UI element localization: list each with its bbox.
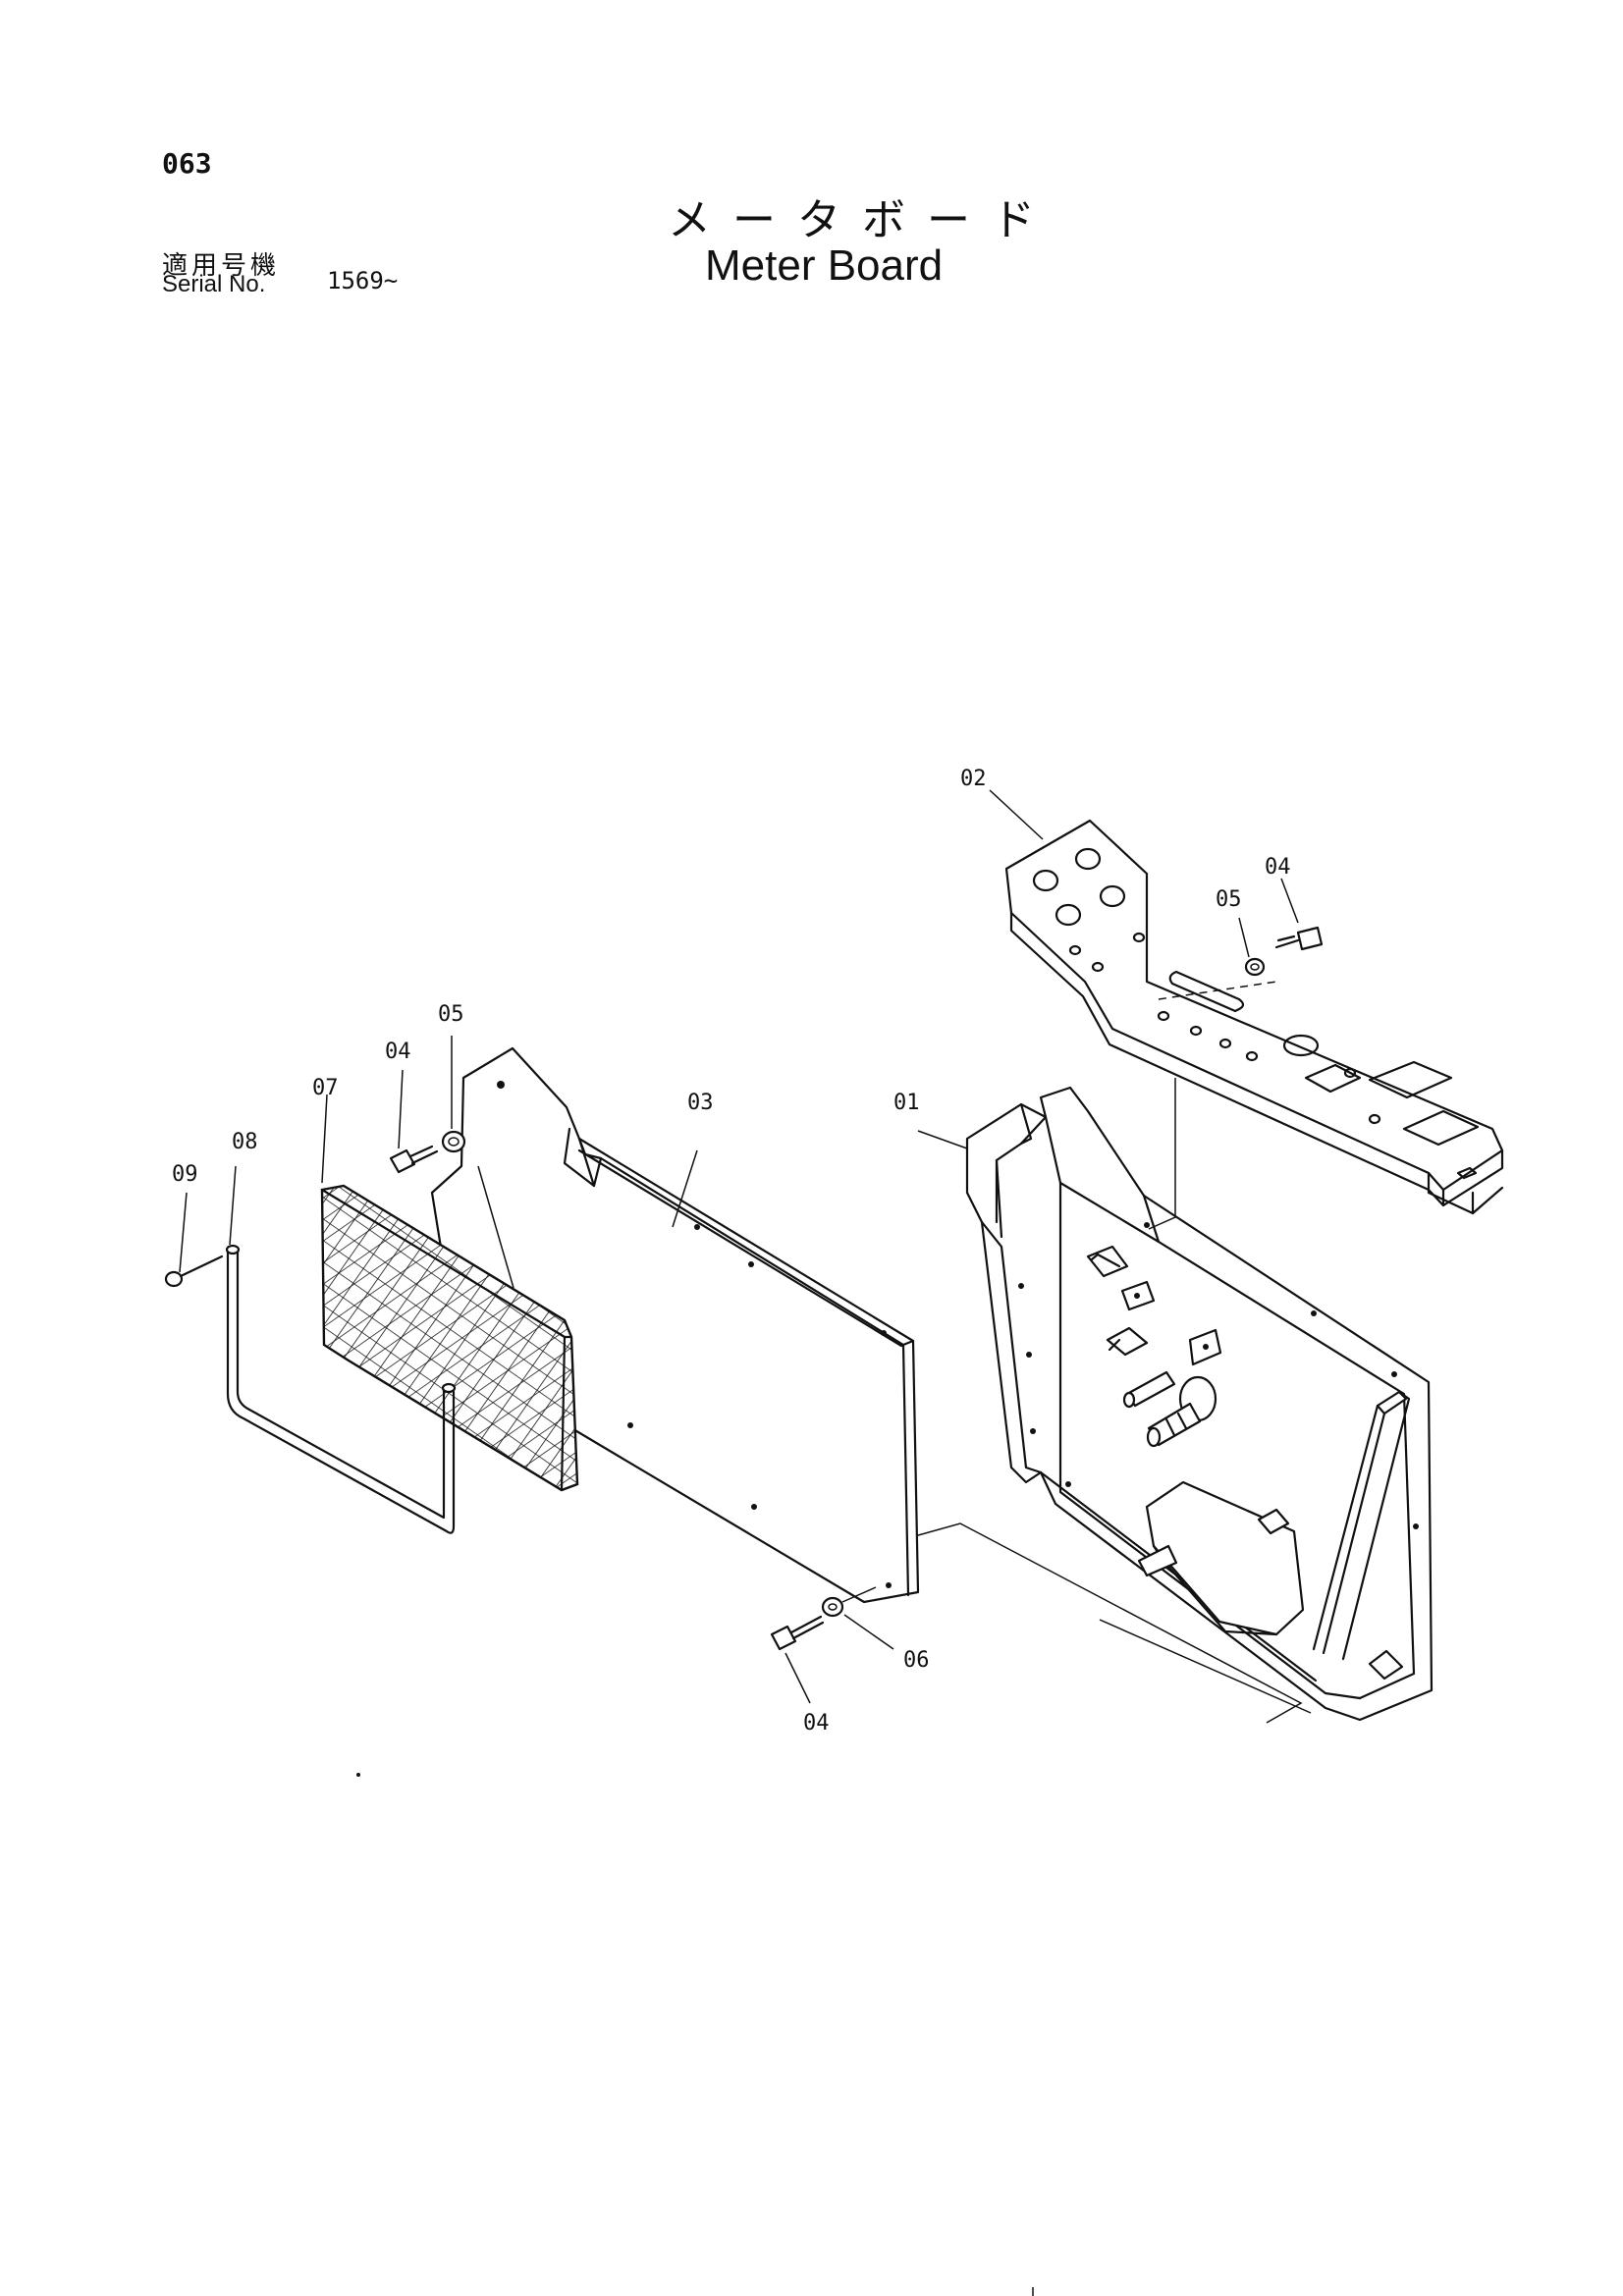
label-02: 02: [960, 767, 987, 791]
serial-label-english: Serial No.: [162, 271, 266, 297]
label-09: 09: [172, 1162, 198, 1187]
label-04-left: 04: [385, 1040, 411, 1064]
label-07: 07: [312, 1076, 339, 1100]
page-title-english: Meter Board: [705, 241, 944, 290]
page-title-japanese: メータボード: [668, 195, 1056, 245]
washer-05-lower: [441, 1130, 466, 1153]
part-08-frame-bar: [225, 1244, 457, 1534]
label-06: 06: [903, 1648, 930, 1673]
label-03: 03: [687, 1091, 714, 1115]
label-01: 01: [893, 1091, 920, 1115]
projection-line-03-01-b: [1099, 1619, 1312, 1714]
part-02-meter-panel: [1004, 819, 1504, 1215]
projection-line-03-01-a: [910, 1522, 1303, 1724]
part-07-mesh-screen: [320, 1184, 579, 1492]
washer-06: [821, 1596, 844, 1618]
part-09-pin: [164, 1255, 224, 1288]
label-08: 08: [232, 1130, 258, 1154]
stray-mark: [356, 1773, 360, 1777]
serial-number-value: 1569~: [327, 267, 399, 294]
label-04-upper: 04: [1265, 855, 1291, 880]
label-05-upper: 05: [1216, 887, 1242, 912]
bolt-04-lower: [770, 1586, 877, 1651]
label-04-lower: 04: [803, 1711, 830, 1735]
part-labels: 02 04 05 05 04 07 08 09 03 01 06 04: [172, 767, 1291, 1735]
label-05-lower: 05: [438, 1002, 464, 1027]
bolt-04-upper: [1274, 926, 1324, 951]
part-01-console-body: [965, 1086, 1434, 1722]
leader-lines: [179, 789, 1299, 1704]
bolt-04-left: [389, 1145, 439, 1174]
washer-05-upper: [1244, 957, 1266, 977]
part-03-cover-plate: [430, 1046, 920, 1604]
serial-label-japanese: 適用号機: [162, 251, 281, 281]
projection-line-02-01: [1148, 1078, 1176, 1230]
page-number: 063: [162, 147, 212, 180]
